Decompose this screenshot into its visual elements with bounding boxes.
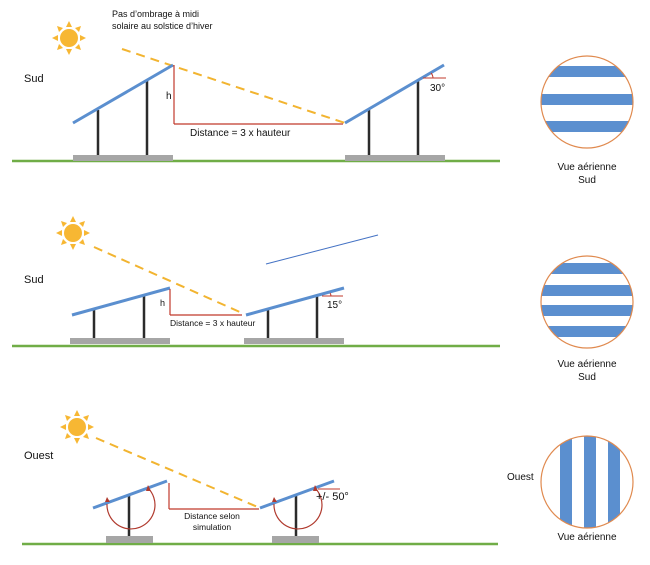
solar-panel bbox=[92, 479, 168, 510]
panel-row-stripe bbox=[541, 121, 633, 132]
mount-base bbox=[345, 155, 445, 161]
orientation-label: Ouest bbox=[24, 450, 53, 462]
arrow-head bbox=[313, 485, 318, 491]
aerial-side-label: Ouest bbox=[507, 472, 534, 483]
orientation-label: Sud bbox=[24, 274, 44, 286]
aerial-label-line-2: Sud bbox=[578, 372, 596, 383]
solar-panel bbox=[71, 286, 171, 317]
panel-row-stripe bbox=[608, 436, 620, 528]
aerial-view-circle bbox=[540, 255, 634, 349]
rotation-arc-arrow bbox=[106, 487, 156, 530]
aerial-label-line-2: Sud bbox=[578, 175, 596, 186]
mount-base bbox=[73, 155, 173, 161]
tilt-arc bbox=[329, 292, 332, 297]
mount-base bbox=[70, 338, 170, 344]
rotation-arc-arrow bbox=[273, 487, 323, 530]
panel-row-stripe bbox=[541, 326, 633, 337]
aerial-view-circle bbox=[540, 55, 634, 149]
shadow-ray bbox=[93, 246, 243, 314]
aerial-label-line-1: Vue aérienne bbox=[557, 162, 617, 173]
annotation-line-1: Pas d’ombrage à midi bbox=[112, 9, 199, 19]
section-sud-30: Pas d’ombrage à midi solaire au solstice… bbox=[12, 9, 634, 186]
arrow-head bbox=[146, 485, 151, 491]
mount-base bbox=[106, 536, 153, 543]
section-sud-15: Sud h Distance = 3 x hauteur 15° bbox=[12, 216, 634, 383]
tilt-arc bbox=[430, 72, 434, 79]
sun-icon bbox=[56, 216, 90, 250]
tilt-label: 15° bbox=[327, 300, 342, 311]
distance-label: Distance = 3 x hauteur bbox=[190, 128, 291, 139]
shadow-ray bbox=[121, 48, 346, 124]
height-label: h bbox=[160, 298, 165, 308]
solar-panel bbox=[245, 286, 345, 317]
distance-label-line-1: Distance selon bbox=[184, 511, 240, 521]
panel-row-stripe bbox=[541, 66, 633, 77]
distance-label: Distance = 3 x hauteur bbox=[170, 318, 255, 328]
sun-icon bbox=[60, 410, 94, 444]
mount-base bbox=[272, 536, 319, 543]
aerial-label-line-1: Vue aérienne bbox=[557, 532, 617, 543]
tilt-label: +/- 50° bbox=[316, 491, 349, 503]
solar-panel bbox=[344, 63, 445, 125]
panel-row-stripe bbox=[541, 263, 633, 274]
arrow-head bbox=[105, 497, 110, 502]
sun-icon bbox=[52, 21, 86, 55]
aerial-label-line-1: Vue aérienne bbox=[557, 359, 617, 370]
annotation-line-2: solaire au solstice d’hiver bbox=[112, 21, 213, 31]
stray-blue-line bbox=[265, 234, 379, 265]
distance-label-line-2: simulation bbox=[193, 522, 232, 532]
solar-panel bbox=[259, 479, 335, 510]
panel-row-stripe bbox=[541, 285, 633, 296]
height-label: h bbox=[166, 91, 172, 102]
solar-panel bbox=[72, 63, 174, 125]
tilt-label: 30° bbox=[430, 83, 445, 94]
arrow-head bbox=[272, 497, 277, 502]
panel-row-stripe bbox=[541, 305, 633, 316]
orientation-label: Sud bbox=[24, 73, 44, 85]
section-ouest-tracker: Ouest Distance selon simulation +/- 50° … bbox=[22, 410, 634, 546]
panel-row-stripe bbox=[541, 94, 633, 105]
panel-row-stripe bbox=[584, 436, 596, 528]
aerial-view-circle bbox=[540, 435, 634, 529]
panel-row-stripe bbox=[560, 436, 572, 528]
mount-base bbox=[244, 338, 344, 344]
